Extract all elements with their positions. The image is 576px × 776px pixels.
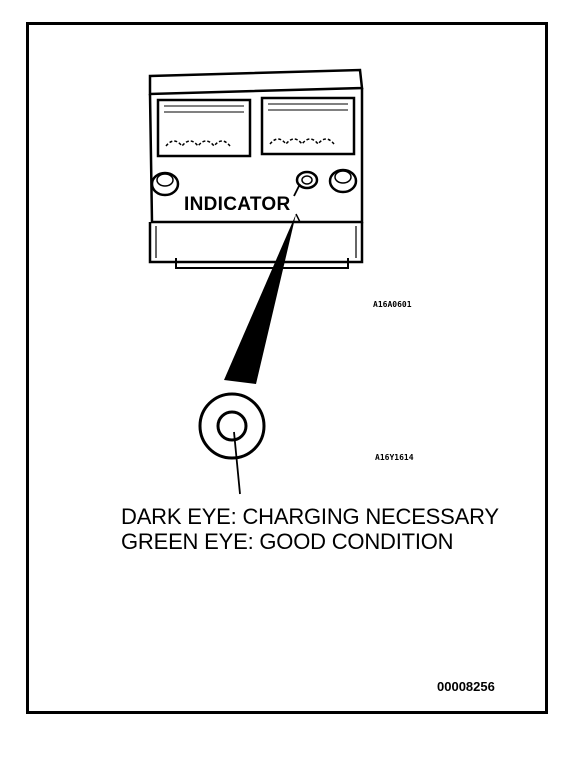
battery-icon [148,68,364,269]
eye-leader-line [233,431,241,495]
indicator-label: INDICATOR [183,194,292,216]
figure-frame [26,22,548,714]
legend-dark-eye: DARK EYE: CHARGING NECESSARY [121,504,499,529]
figure-code-top: A16A0601 [373,300,412,309]
legend-green-eye: GREEN EYE: GOOD CONDITION [121,529,454,554]
indicator-leader-line [293,183,301,197]
magnification-wedge [224,214,296,384]
indicator-eye-icon [198,392,266,460]
figure-code-mid: A16Y1614 [375,453,414,462]
figure-number: 00008256 [437,679,495,694]
